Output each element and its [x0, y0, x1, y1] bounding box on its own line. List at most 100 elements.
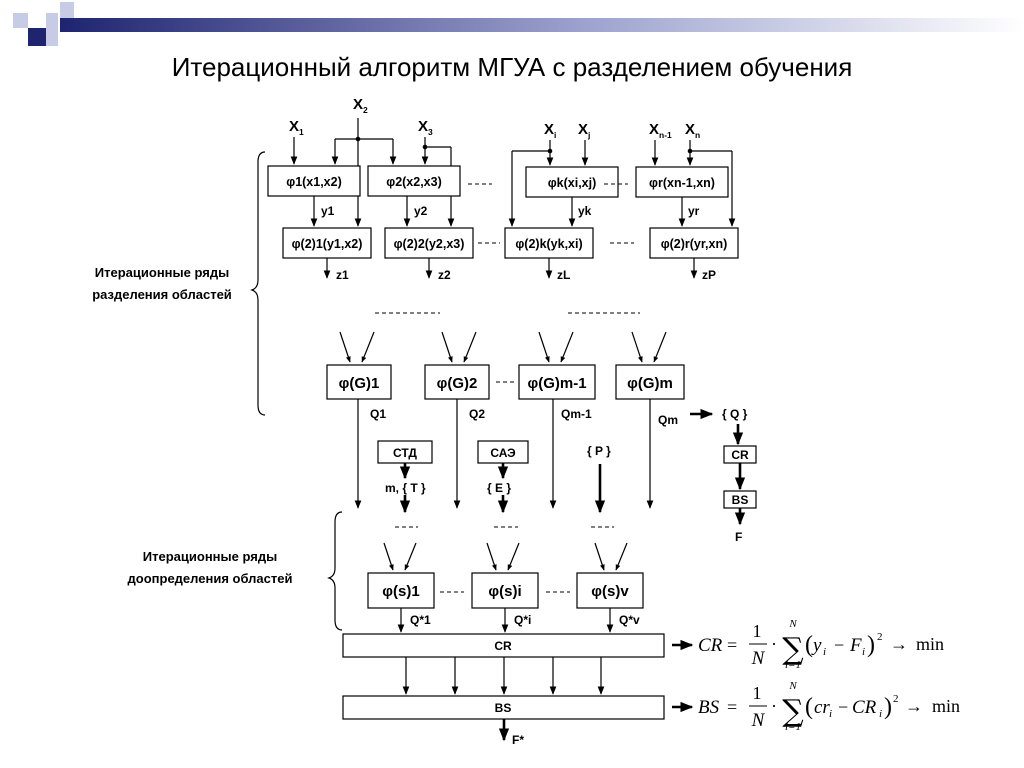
svg-text:φ2(x2,x3): φ2(x2,x3)	[386, 175, 442, 189]
svg-text:−: −	[834, 635, 844, 655]
phi-g-m-1-box: φ(G)m-1	[518, 364, 596, 400]
svg-text:φ(s)1: φ(s)1	[382, 583, 419, 600]
phi2-r-box: φ(2)r(yr,xn)	[649, 227, 739, 259]
svg-text:N: N	[751, 710, 766, 731]
side-label-completion-line-1: Итерационные ряды	[142, 549, 278, 564]
svg-text:φ1(x1,x2): φ1(x1,x2)	[286, 175, 342, 189]
svg-text:i: i	[879, 708, 882, 720]
deco-square-3	[46, 13, 58, 28]
svg-text:=: =	[727, 635, 737, 655]
phi-2-box: φ2(x2,x3)	[367, 165, 461, 197]
phi2-k-box: φ(2)k(yk,xi)	[504, 227, 594, 259]
side-label-separation-line-1: Итерационные ряды	[94, 265, 230, 280]
side-label-completion: Итерационные ряды доопределения областей	[100, 546, 320, 590]
svg-text:2: 2	[893, 693, 899, 705]
std-output: m, { T }	[385, 481, 426, 495]
phi2-2-box: φ(2)2(y2,x3)	[384, 227, 474, 259]
side-label-completion-line-2: доопределения областей	[127, 571, 293, 586]
deco-square-2	[28, 28, 46, 46]
phi-k-box: φk(xi,xj)	[525, 166, 619, 198]
q-set-label: { Q }	[722, 407, 748, 421]
svg-text:): )	[867, 632, 875, 658]
svg-text:i: i	[829, 708, 832, 720]
svg-text:φ(s)i: φ(s)i	[488, 583, 521, 600]
svg-text:φ(s)v: φ(s)v	[591, 583, 629, 600]
output-z2: z2	[438, 268, 451, 282]
svg-text:i: i	[823, 646, 826, 658]
output-y2: y2	[414, 204, 428, 218]
svg-text:=: =	[727, 697, 737, 717]
phi-g-1-box: φ(G)1	[326, 364, 392, 400]
output-q2: Q2	[469, 407, 485, 421]
formula-bs: BS = 1 N · N ∑ i=1 ( cr i − CR i ) 2 → m…	[698, 680, 960, 733]
svg-text:φk(xi,xj): φk(xi,xj)	[548, 176, 597, 190]
svg-text:φ(G)2: φ(G)2	[437, 375, 478, 392]
phi-s-v-box: φ(s)v	[576, 572, 644, 609]
q-output-f: F	[735, 530, 742, 544]
svg-text:САЭ: САЭ	[490, 446, 516, 460]
input-xj: Xj	[578, 121, 590, 140]
svg-text:(: (	[805, 632, 813, 658]
formula-cr: CR = 1 N · N ∑ i=1 ( y i − F i ) 2 → min	[698, 618, 944, 671]
output-q-star-v: Q*v	[619, 613, 640, 627]
svg-text:min: min	[932, 696, 960, 716]
output-zl: zL	[557, 268, 570, 282]
final-output-f-star: F*	[512, 733, 524, 747]
p-set-label: { P }	[587, 444, 611, 458]
svg-text:1: 1	[753, 683, 762, 703]
svg-text:cr: cr	[814, 697, 830, 718]
svg-text:СТД: СТД	[393, 446, 417, 460]
input-x2: X2	[353, 96, 368, 115]
svg-text:·: ·	[771, 696, 777, 716]
input-x1: X1	[289, 118, 304, 137]
deco-gradient-bar	[60, 18, 1024, 32]
output-q1: Q1	[370, 407, 386, 421]
input-x3: X3	[418, 118, 433, 137]
input-xn: Xn	[685, 121, 700, 140]
input-xi: Xi	[544, 121, 556, 140]
svg-text:CR: CR	[698, 635, 723, 656]
bs-bar: BS	[342, 695, 665, 720]
svg-text:−: −	[838, 697, 848, 717]
svg-text:∑: ∑	[782, 694, 804, 729]
svg-text:CR: CR	[494, 639, 512, 653]
page-title: Итерационный алгоритм МГУА с разделением…	[171, 52, 853, 82]
side-label-separation: Итерационные ряды разделения областей	[62, 262, 262, 306]
output-q-star-i: Q*i	[514, 613, 531, 627]
svg-text:BS: BS	[698, 697, 720, 718]
svg-text:i=1: i=1	[785, 721, 801, 733]
svg-text:φ(2)k(yk,xi): φ(2)k(yk,xi)	[515, 237, 582, 251]
output-yr: yr	[688, 204, 700, 218]
output-qm-1: Qm-1	[561, 407, 592, 421]
svg-text:CR: CR	[731, 448, 749, 462]
svg-text:φ(G)m-1: φ(G)m-1	[527, 375, 586, 392]
svg-text:N: N	[751, 648, 766, 669]
svg-text:y: y	[811, 635, 822, 656]
svg-text:φ(G)m: φ(G)m	[627, 375, 673, 392]
side-label-separation-line-2: разделения областей	[92, 287, 232, 302]
cr-bar: CR	[342, 633, 665, 658]
svg-text:F: F	[849, 635, 862, 656]
svg-text:φr(xn-1,xn): φr(xn-1,xn)	[649, 176, 715, 190]
svg-text:i: i	[862, 646, 865, 658]
svg-text:(: (	[805, 694, 813, 720]
output-z1: z1	[336, 268, 349, 282]
svg-text:BS: BS	[495, 701, 512, 715]
output-y1: y1	[321, 204, 335, 218]
sae-output: { E }	[487, 481, 511, 495]
deco-square-4	[46, 28, 58, 46]
svg-text:φ(2)r(yr,xn): φ(2)r(yr,xn)	[661, 237, 728, 251]
svg-text:φ(2)1(y1,x2): φ(2)1(y1,x2)	[292, 237, 363, 251]
svg-text:φ(2)2(y2,x3): φ(2)2(y2,x3)	[394, 237, 465, 251]
svg-text:BS: BS	[732, 493, 749, 507]
deco-square-1	[13, 13, 28, 28]
std-box: СТД	[377, 440, 433, 464]
svg-text:→: →	[905, 696, 923, 716]
phi2-1-box: φ(2)1(y1,x2)	[282, 227, 372, 259]
template-decoration	[13, 2, 1024, 46]
svg-text:φ(G)1: φ(G)1	[339, 375, 380, 392]
phi-s-1-box: φ(s)1	[367, 572, 435, 609]
sae-box: САЭ	[477, 440, 529, 464]
svg-text:CR: CR	[852, 697, 877, 718]
